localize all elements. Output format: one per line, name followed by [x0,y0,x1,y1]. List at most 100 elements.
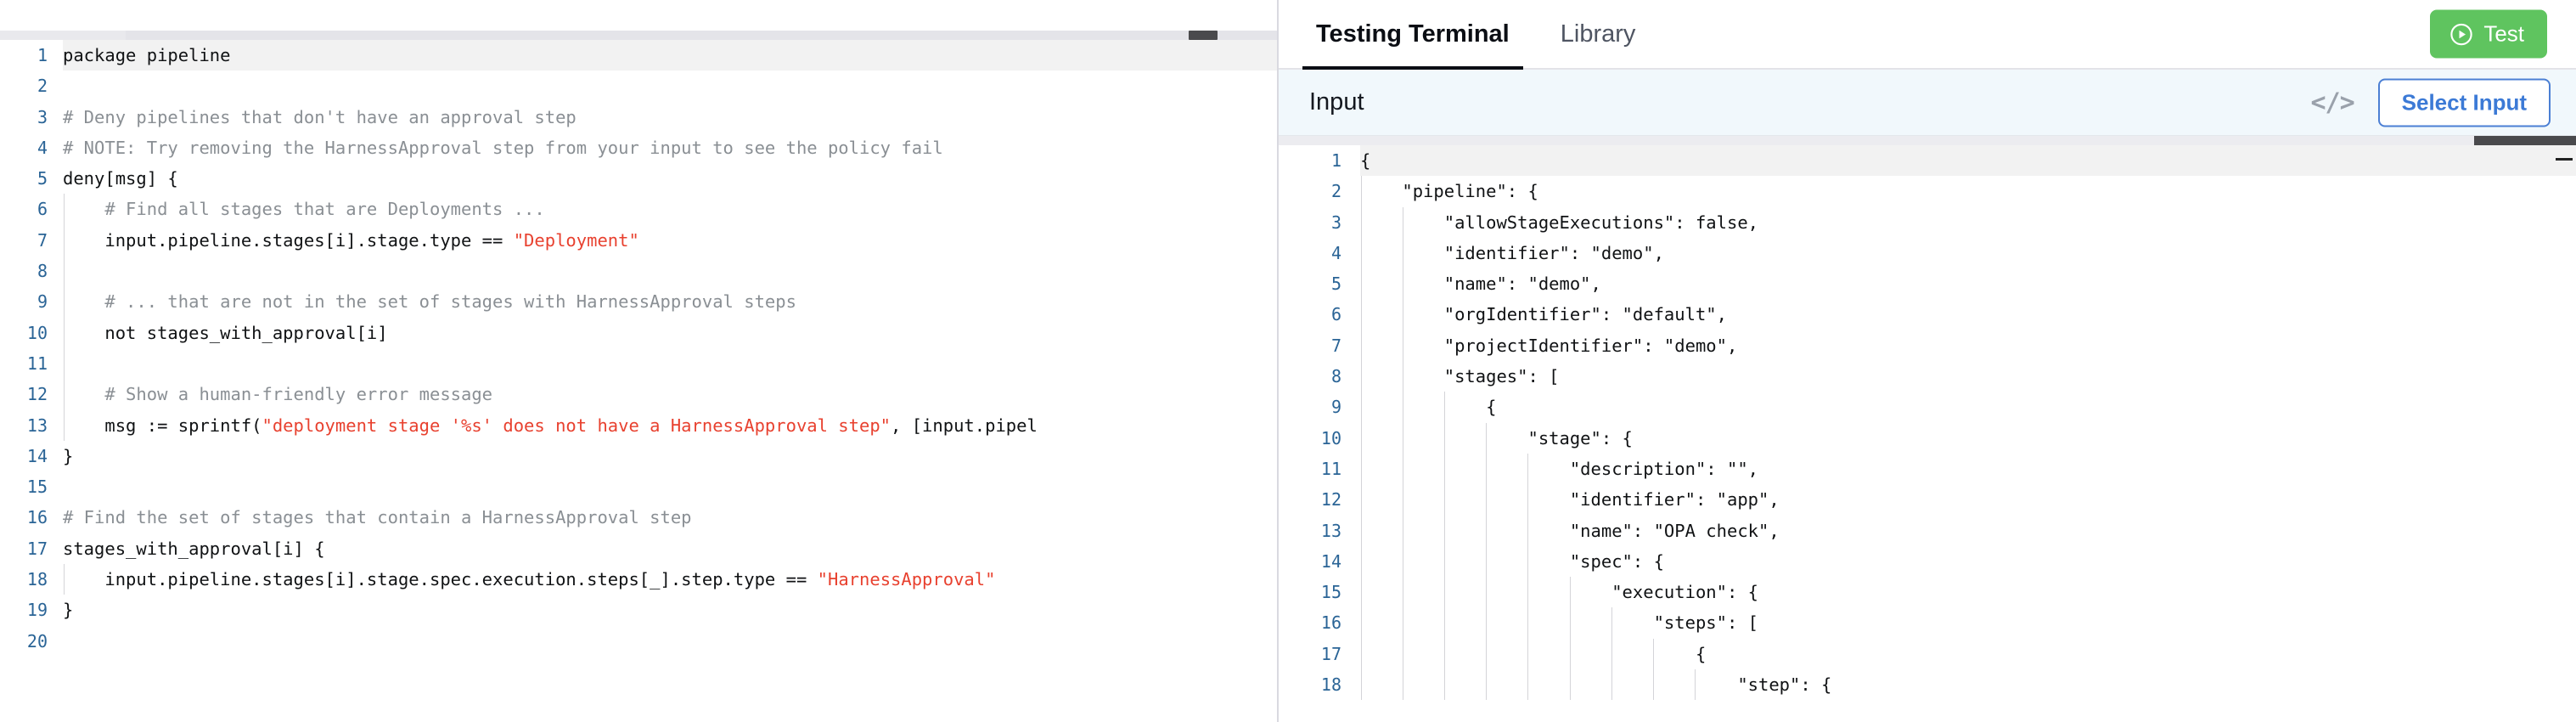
code-line[interactable]: 18 input.pipeline.stages[i].stage.spec.e… [0,564,1277,595]
code-line[interactable]: 12 # Show a human-friendly error message [0,379,1277,410]
indent-guide [1361,237,1362,269]
terminal-tabbar: Testing Terminal Library Test [1279,0,2576,71]
json-code-area[interactable]: 1{2 "pipeline": {3 "allowStageExecutions… [1279,145,2576,701]
tab-testing-terminal[interactable]: Testing Terminal [1291,0,1535,71]
json-line[interactable]: 5 "name": "demo", [1279,268,2576,300]
indent-guide [1444,669,1446,701]
indent-guide [1527,515,1529,546]
json-line[interactable]: 16 "steps": [ [1279,607,2576,639]
code-line[interactable]: 14} [0,441,1277,471]
line-number: 8 [37,261,48,282]
indent-guide [1569,607,1571,639]
select-input-button[interactable]: Select Input [2377,78,2551,127]
json-line[interactable]: 6 "orgIdentifier": "default", [1279,299,2576,330]
json-line-text: "stages": [ [1360,361,2576,392]
json-line[interactable]: 11 "description": "", [1279,453,2576,485]
code-line[interactable]: 19} [0,595,1277,625]
panel-collapse-handle[interactable] [2556,158,2573,161]
json-line[interactable]: 10 "stage": { [1279,422,2576,454]
line-number: 17 [1320,643,1341,664]
editor-horizontal-scrollbar[interactable] [0,31,1277,40]
json-line-text: "execution": { [1360,577,2576,608]
editor-minimize-button[interactable] [1189,31,1218,40]
code-line-text: # Find the set of stages that contain a … [63,502,1277,533]
indent-guide [1444,453,1446,485]
code-line[interactable]: 7 input.pipeline.stages[i].stage.type ==… [0,224,1277,257]
json-line[interactable]: 15 "execution": { [1279,577,2576,608]
code-line[interactable]: 10 not stages_with_approval[i] [0,317,1277,348]
json-line[interactable]: 3 "allowStageExecutions": false, [1279,206,2576,238]
indent-guide [1444,607,1446,639]
line-number: 14 [1320,550,1341,572]
input-json-viewer[interactable]: 1{2 "pipeline": {3 "allowStageExecutions… [1279,136,2576,722]
tab-library[interactable]: Library [1535,0,1662,69]
code-line[interactable]: 13 msg := sprintf("deployment stage '%s'… [0,409,1277,441]
code-line[interactable]: 20 [0,626,1277,657]
code-token: # Find the set of stages that contain a … [63,507,692,528]
json-line[interactable]: 1{ [1279,145,2576,177]
indent-guide [1361,545,1362,578]
json-line[interactable]: 8 "stages": [ [1279,361,2576,392]
line-number: 9 [1330,397,1341,418]
json-line[interactable]: 13 "name": "OPA check", [1279,515,2576,546]
indent-guide [1361,392,1362,423]
line-number: 11 [1320,458,1341,479]
code-token: } [63,600,74,621]
json-horizontal-scrollbar[interactable] [1279,136,2576,145]
editor-scrollbar-thumb[interactable] [0,31,126,40]
json-token: { [1360,150,1371,171]
indent-guide [64,564,65,595]
code-line[interactable]: 8 [0,256,1277,287]
code-line-text: # NOTE: Try removing the HarnessApproval… [63,133,1277,163]
indent-guide [1361,607,1362,639]
indent-guide [1611,607,1612,639]
json-line-text: "orgIdentifier": "default", [1360,299,2576,330]
code-token: } [63,445,74,466]
tab-label: Testing Terminal [1316,20,1510,48]
indent-guide [64,409,65,441]
code-line-text [63,256,1277,287]
code-token: # Deny pipelines that don't have an appr… [63,106,577,127]
indent-guide [64,347,65,380]
indent-guide [1361,669,1362,701]
indent-guide [1361,176,1362,207]
code-line[interactable]: 16# Find the set of stages that contain … [0,502,1277,533]
code-line[interactable]: 6 # Find all stages that are Deployments… [0,194,1277,225]
line-number: 18 [1320,674,1341,696]
json-token: "projectIdentifier": "demo", [1360,335,1738,356]
code-line[interactable]: 2 [0,71,1277,101]
code-line[interactable]: 15 [0,471,1277,502]
json-scrollbar-thumb[interactable] [2474,136,2576,145]
json-line[interactable]: 9 { [1279,392,2576,423]
code-brackets-icon[interactable]: </> [2310,87,2354,117]
code-token: input.pipeline.stages[i].stage.type == [63,229,514,251]
code-line[interactable]: 11 [0,347,1277,380]
json-line[interactable]: 12 "identifier": "app", [1279,484,2576,516]
line-number: 20 [26,630,48,651]
line-number: 13 [1320,520,1341,541]
indent-guide [1527,484,1529,516]
indent-guide [1486,422,1488,454]
json-token: "name": "OPA check", [1360,520,1780,541]
json-line[interactable]: 7 "projectIdentifier": "demo", [1279,330,2576,362]
line-number: 5 [1330,274,1341,295]
test-button[interactable]: Test [2430,9,2547,59]
json-line[interactable]: 18 "step": { [1279,669,2576,701]
code-token: # Show a human-friendly error message [63,384,493,405]
indent-guide [1361,577,1362,608]
line-number: 7 [37,229,48,251]
line-number: 9 [37,291,48,313]
json-line[interactable]: 17 { [1279,638,2576,670]
json-line[interactable]: 4 "identifier": "demo", [1279,237,2576,269]
json-line-text: "identifier": "app", [1360,484,2576,516]
json-line[interactable]: 2 "pipeline": { [1279,176,2576,207]
code-line[interactable]: 4# NOTE: Try removing the HarnessApprova… [0,133,1277,163]
code-line[interactable]: 3# Deny pipelines that don't have an app… [0,102,1277,133]
code-line[interactable]: 9 # ... that are not in the set of stage… [0,286,1277,318]
json-line[interactable]: 14 "spec": { [1279,545,2576,578]
